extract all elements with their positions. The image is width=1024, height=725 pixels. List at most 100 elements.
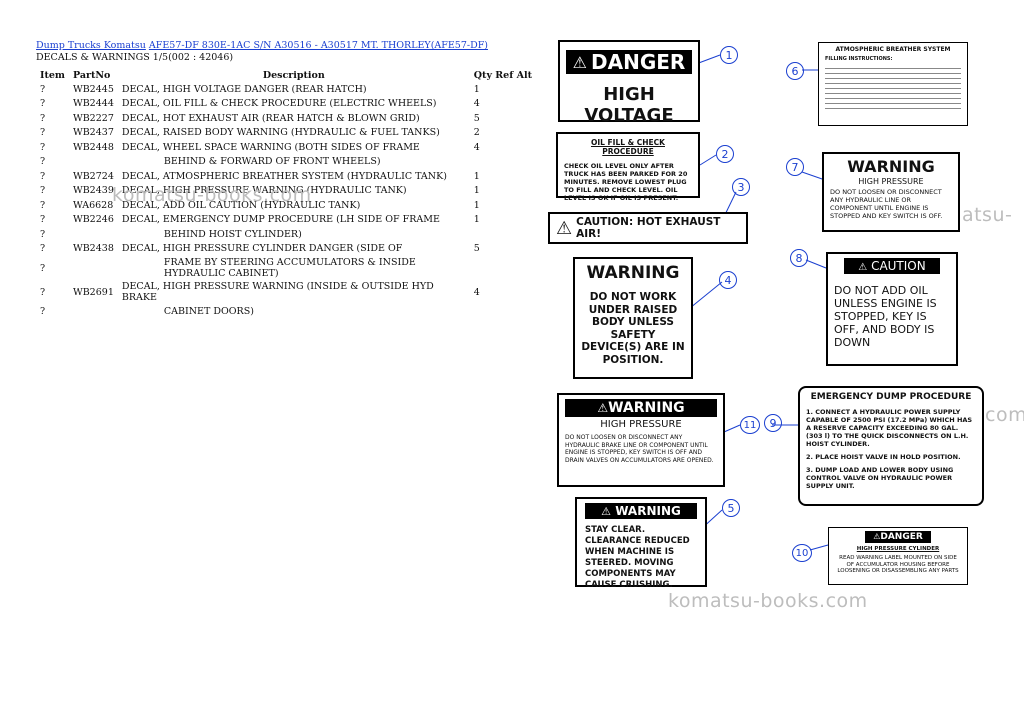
decal-4-body: DO NOT WORK UNDER RAISED BODY UNLESS SAF… <box>581 291 685 366</box>
row-partno-cell: WB2448 <box>72 141 114 153</box>
decal-9-step1: 1. CONNECT A HYDRAULIC POWER SUPPLY CAPA… <box>806 408 973 448</box>
warning-triangle-icon: ⚠ <box>858 262 868 273</box>
table-row: ? WA6628 DECAL, ADD OIL CAUTION (HYDRAULIC… <box>36 198 536 213</box>
decal-7-header: WARNING <box>847 157 935 176</box>
row-qty-cell: 4 <box>473 141 480 153</box>
row-qty-cell: 2 <box>473 127 480 139</box>
decal-8-body: DO NOT ADD OIL UNLESS ENGINE IS STOPPED,… <box>834 284 937 349</box>
row-description-cell: DECAL, HOT EXHAUST AIR (REAR HATCH & BLO… <box>121 112 420 124</box>
row-partno-cell: WB2691 <box>72 286 114 298</box>
decal-9-step2: 2. PLACE HOIST VALVE IN HOLD POSITION. <box>806 453 961 461</box>
row-description-cell: DECAL, HIGH PRESSURE WARNING (HYDRAULIC … <box>121 185 407 197</box>
decal-atmospheric-breather: ATMOSPHERIC BREATHER SYSTEM FILLING INST… <box>818 42 968 126</box>
row-description-cell: DECAL, HIGH VOLTAGE DANGER (REAR HATCH) <box>121 83 367 95</box>
table-row: ? WB2439 DECAL, HIGH PRESSURE WARNING (HYD… <box>36 184 536 199</box>
row-partno-cell: WB2227 <box>72 112 114 124</box>
row-partno-cell: WB2437 <box>72 127 114 139</box>
row-qty-cell: 5 <box>473 243 480 255</box>
decal-1-body: HIGH VOLTAGE <box>584 84 674 126</box>
col-header-item: Item <box>40 70 65 81</box>
row-item-cell: ? <box>40 141 46 153</box>
row-item-cell: ? <box>40 262 46 274</box>
col-header-qty: Qty <box>473 70 492 81</box>
row-partno-cell: WB2439 <box>72 185 114 197</box>
decal-4-header: WARNING <box>586 263 680 283</box>
decal-11-header: WARNING <box>608 400 685 416</box>
section-title: DECALS & WARNINGS 1/5(002 : 42046) <box>36 52 234 63</box>
row-item-cell: ? <box>40 170 46 182</box>
decal-3-body: CAUTION: HOT EXHAUST AIR! <box>576 216 721 240</box>
decal-9-header: EMERGENCY DUMP PROCEDURE <box>810 392 972 402</box>
decal-high-pressure-brake-warning: ⚠WARNING HIGH PRESSURE DO NOT LOOSEN OR … <box>557 393 725 487</box>
row-description-cell: DECAL, EMERGENCY DUMP PROCEDURE (LH SIDE… <box>121 214 440 226</box>
table-row: ?CABINET DOORS) <box>36 304 536 319</box>
decal-add-oil-caution: ⚠ CAUTION DO NOT ADD OIL UNLESS ENGINE I… <box>826 252 958 366</box>
col-header-partno: PartNo <box>72 70 111 81</box>
col-header-ref: Ref <box>495 70 514 81</box>
decal-10-header: DANGER <box>880 532 923 542</box>
row-item-cell: ? <box>40 286 46 298</box>
watermark-text: komatsu-books.com <box>668 590 868 612</box>
callout-10: 10 <box>792 544 812 562</box>
row-partno-cell: WA6628 <box>72 199 114 211</box>
decal-10-sub: HIGH PRESSURE CYLINDER <box>856 546 940 552</box>
row-description-cell: DECAL, WHEEL SPACE WARNING (BOTH SIDES O… <box>121 141 420 153</box>
row-partno-cell: WB2444 <box>72 98 114 110</box>
callout-11: 11 <box>740 416 760 434</box>
col-header-qty-ref-alt: Qty Ref Alt <box>470 69 536 82</box>
row-description-cell: CABINET DOORS) <box>163 305 254 317</box>
row-description-cell: FRAME BY STEERING ACCUMULATORS & INSIDE … <box>163 257 416 279</box>
callout-8: 8 <box>790 249 808 267</box>
decal-10-body: READ WARNING LABEL MOUNTED ON SIDE OF AC… <box>837 555 959 574</box>
row-qty-cell: 5 <box>473 112 480 124</box>
callout-2: 2 <box>716 145 734 163</box>
row-item-cell: ? <box>40 127 46 139</box>
row-partno-cell: WB2438 <box>72 243 114 255</box>
breadcrumb-link-dump-trucks[interactable]: Dump Trucks Komatsu <box>36 40 146 51</box>
decal-9-step3: 3. DUMP LOAD AND LOWER BODY USING CONTRO… <box>806 466 954 490</box>
row-item-cell: ? <box>40 156 46 168</box>
parts-table: Item PartNo Description Qty Ref Alt ?WB2… <box>36 69 536 319</box>
warning-triangle-icon: ⚠ <box>572 52 588 72</box>
row-item-cell: ? <box>40 112 46 124</box>
table-row: ? WB2448 DECAL, WHEEL SPACE WARNING (BOTH … <box>36 140 536 155</box>
row-item-cell: ? <box>40 199 46 211</box>
row-qty-cell: 1 <box>473 185 480 197</box>
warning-triangle-icon: ⚠ <box>601 505 612 518</box>
callout-5: 5 <box>722 499 740 517</box>
row-item-cell: ? <box>40 98 46 110</box>
row-item-cell: ? <box>40 83 46 95</box>
breadcrumb: Dump Trucks Komatsu AFE57-DF 830E-1AC S/… <box>36 40 536 51</box>
watermark-text: com <box>985 404 1024 426</box>
decal-7-body: DO NOT LOOSEN OR DISCONNECT ANY HYDRAULI… <box>830 188 943 220</box>
table-row: ?BEHIND HOIST CYLINDER) <box>36 227 536 242</box>
decal-11-body: DO NOT LOOSEN OR DISCONNECT ANY HYDRAULI… <box>565 434 714 464</box>
decal-5-body: STAY CLEAR. CLEARANCE REDUCED WHEN MACHI… <box>585 525 690 590</box>
row-item-cell: ? <box>40 214 46 226</box>
decal-2-header: OIL FILL & CHECK PROCEDURE <box>590 138 665 156</box>
callout-9: 9 <box>764 414 782 432</box>
row-partno-cell: WB2724 <box>72 170 114 182</box>
callout-1: 1 <box>720 46 738 64</box>
decal-8-header: CAUTION <box>871 259 926 273</box>
col-header-alt: Alt <box>516 70 532 81</box>
warning-triangle-icon: ⚠ <box>556 217 573 239</box>
decal-6-header: ATMOSPHERIC BREATHER SYSTEM <box>835 46 951 53</box>
col-header-description: Description <box>262 70 325 81</box>
row-item-cell: ? <box>40 185 46 197</box>
callout-7: 7 <box>786 158 804 176</box>
decal-high-pressure-hyd-warning: WARNING HIGH PRESSURE DO NOT LOOSEN OR D… <box>822 152 960 232</box>
decal-hot-exhaust-caution: ⚠ CAUTION: HOT EXHAUST AIR! <box>548 212 748 244</box>
row-description-cell: DECAL, ADD OIL CAUTION (HYDRAULIC TANK) <box>121 199 361 211</box>
decal-7-sub: HIGH PRESSURE <box>858 177 924 186</box>
table-row: ? FRAME BY STEERING ACCUMULATORS & INSIDE… <box>36 256 536 280</box>
row-item-cell: ? <box>40 228 46 240</box>
decal-high-voltage-danger: ⚠ DANGER HIGH VOLTAGE <box>558 40 700 126</box>
breadcrumb-link-model[interactable]: AFE57-DF 830E-1AC S/N A30516 - A30517 MT… <box>148 40 489 51</box>
